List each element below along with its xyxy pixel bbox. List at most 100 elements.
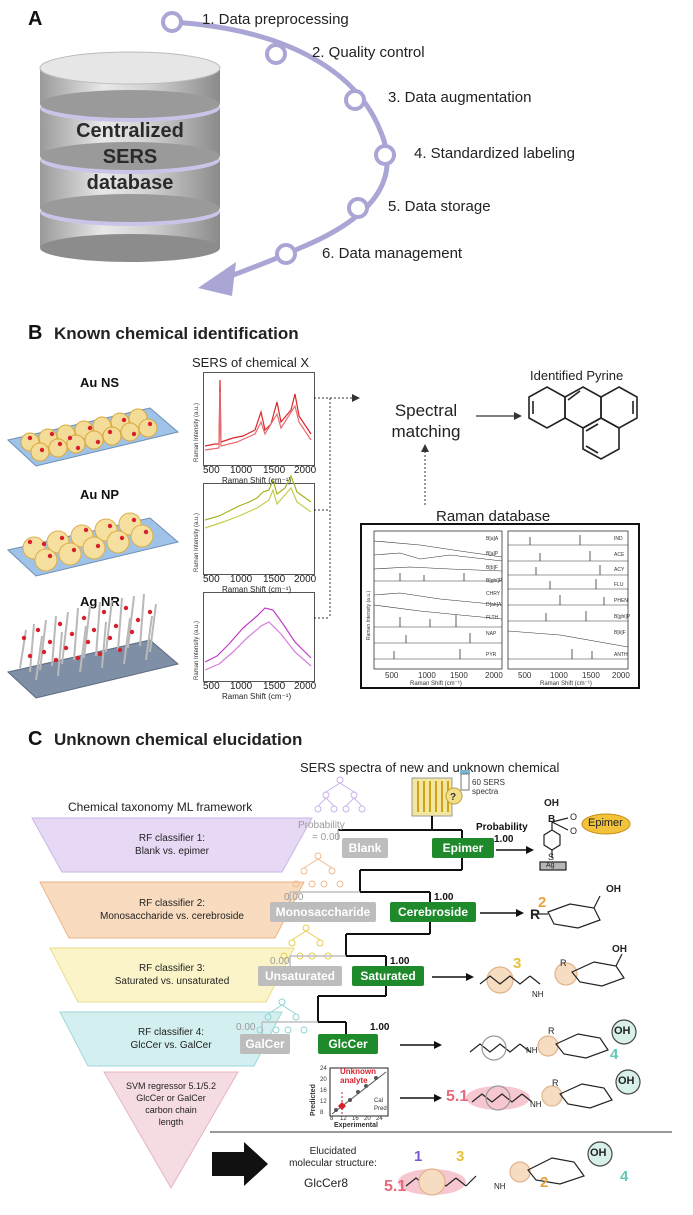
db-label: PYR: [486, 652, 497, 658]
regression-x-tick: 24: [376, 1116, 383, 1122]
spectrum-box-ag-nr: [203, 592, 315, 682]
classifier-1-label: RF classifier 1:Blank vs. epimer: [62, 824, 282, 866]
db-label: IND: [614, 536, 623, 542]
database-label-line: Centralized: [76, 120, 184, 142]
db-x-tick: 500: [385, 671, 399, 680]
x-tick: 500: [203, 574, 220, 585]
x-axis-label: Raman Shift (cm⁻¹): [222, 476, 292, 485]
struct-ag: Ag: [546, 862, 555, 869]
compound-name: GlcCer8: [304, 1176, 349, 1190]
db-label: ACE: [614, 552, 625, 558]
final-five-one: 5.1: [384, 1178, 407, 1195]
epimer-tag-icon: [581, 813, 631, 835]
epimer-structure-icon: [539, 817, 569, 871]
panel-b-connectors: [314, 386, 638, 619]
struct-nh: NH: [532, 990, 544, 999]
struct-b: B: [548, 814, 556, 825]
regression-x-tick: 8: [330, 1116, 334, 1122]
lipid-structure-icon: [479, 953, 625, 994]
classifier-line: Saturated vs. unsaturated: [114, 976, 230, 987]
step-node-icon: [265, 43, 287, 65]
vial-label-line: spectra: [472, 787, 499, 796]
au-ns-substrate-icon: [6, 407, 180, 467]
x-tick: 1000: [230, 465, 253, 476]
struct-o: O: [570, 826, 578, 836]
pyrene-structure-icon: [528, 386, 638, 460]
step-2: 2. Quality control: [312, 44, 425, 61]
db-label: B[ghi]P: [614, 614, 631, 620]
node-unsaturated: Unsaturated: [258, 966, 342, 986]
classifier-line: carbon chain: [145, 1105, 197, 1115]
classifier-2-label: RF classifier 2: Monosaccharide vs. cereb…: [69, 889, 275, 931]
final-oh: OH: [590, 1147, 607, 1159]
x-tick: 2000: [294, 681, 317, 692]
classifier-line: Blank vs. epimer: [135, 846, 209, 857]
struct-nh: NH: [530, 1100, 542, 1109]
db-x-tick: 1500: [450, 671, 468, 680]
x-tick: 2000: [294, 574, 317, 585]
classifier-3-label: RF classifier 3: Saturated vs. unsaturate…: [78, 954, 266, 996]
raman-database-title: Raman database: [436, 508, 551, 525]
regression-chart: [320, 1066, 392, 1128]
database-label-line: SERS: [102, 146, 158, 168]
spectrum-box-au-np: [203, 483, 315, 575]
epimer-tag-label: Epimer: [588, 817, 623, 829]
struct-three: 3: [513, 955, 522, 972]
x-tick: 1500: [263, 465, 286, 476]
step-6: 6. Data management: [322, 245, 463, 262]
step-node-icon: [374, 144, 396, 166]
db-x-tick: 2000: [612, 671, 630, 680]
substrate-label-au-np: Au NP: [80, 487, 119, 502]
spectrum-line-magenta-2: [204, 621, 312, 671]
db-label: ACY: [614, 567, 625, 573]
regression-y-tick: 12: [320, 1099, 327, 1105]
x-tick: 1000: [230, 574, 253, 585]
final-one: 1: [414, 1148, 423, 1165]
regression-legend-cal: Cal: [374, 1098, 384, 1104]
struct-o: O: [570, 812, 578, 822]
struct-oh-circled: OH: [614, 1025, 631, 1037]
regression-legend-pred: Pred: [374, 1106, 387, 1112]
unknown-spectra-title: SERS spectra of new and unknown chemical: [300, 760, 560, 775]
spectrum-line-olive: [204, 474, 312, 521]
raman-database-graphic: [373, 530, 629, 670]
prob-blank-label: Probability: [298, 820, 345, 831]
step-node-icon: [347, 197, 369, 219]
elucidated-label: Elucidated molecular structure:: [278, 1146, 388, 1170]
struct-oh: OH: [544, 798, 559, 809]
ag-nr-substrate-icon: [6, 593, 180, 699]
final-three: 3: [456, 1148, 465, 1165]
classifier-line: RF classifier 2:: [138, 898, 206, 909]
glccer-regression-structure-icon: [466, 1069, 641, 1111]
identified-label: Identified Pyrine: [530, 368, 624, 383]
struct-r: R: [530, 906, 541, 922]
node-galcer: GalCer: [240, 1034, 290, 1054]
panel-a-graphic: [39, 11, 396, 296]
struct-r: R: [548, 1026, 555, 1036]
prob-blank-value: = 0.00: [312, 832, 341, 843]
decision-tree-icon: [280, 924, 332, 960]
classifier-line: GlcCer vs. GalCer: [130, 1040, 212, 1051]
substrate-label-au-ns: Au NS: [80, 375, 119, 390]
matching-line: Spectral: [394, 401, 458, 420]
framework-title: Chemical taxonomy ML framework: [68, 800, 253, 814]
db-label: B[a]P: [486, 551, 499, 557]
substrates-graphic: [6, 407, 180, 699]
sugar-structure-icon: [532, 895, 601, 929]
panel-a-letter: A: [28, 8, 43, 30]
classifier-line: RF classifier 3:: [138, 963, 206, 974]
regression-y-tick: 24: [320, 1066, 327, 1072]
step-node-icon: [161, 11, 183, 33]
node-saturated: Saturated: [352, 966, 424, 986]
struct-r: R: [560, 958, 567, 968]
x-tick: 1500: [263, 681, 286, 692]
regression-title-line: analyte: [340, 1076, 368, 1085]
classifier-line: Monosaccharide vs. cerebroside: [100, 911, 244, 922]
step-1: 1. Data preprocessing: [202, 11, 349, 28]
sample-vial-icon: ?: [411, 770, 470, 817]
prob-epimer-value: 1.00: [494, 834, 514, 845]
svg-text:?: ?: [450, 792, 456, 803]
elucidated-line: Elucidated: [309, 1146, 357, 1157]
